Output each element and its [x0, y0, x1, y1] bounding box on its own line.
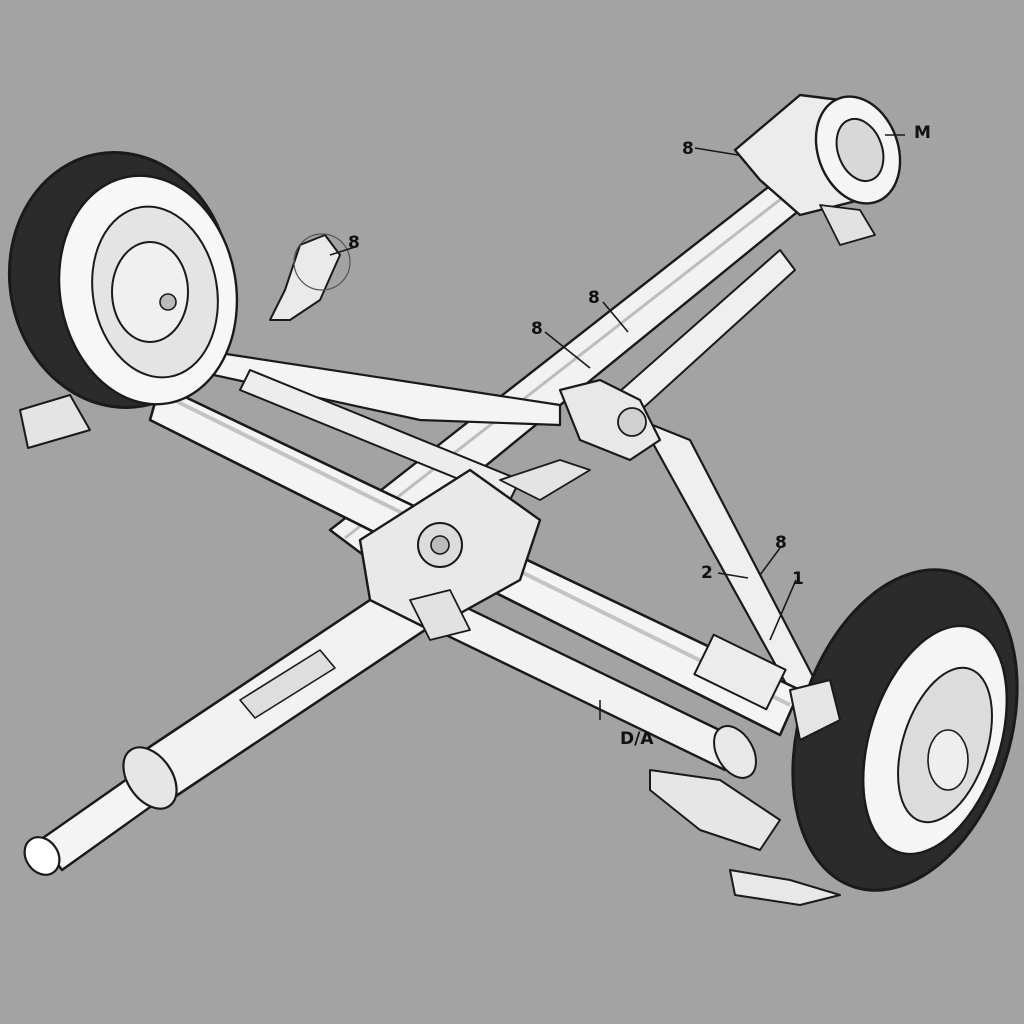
- small-bracket: [269, 233, 351, 321]
- mid-joint: [558, 378, 662, 462]
- hub-assembly: [733, 93, 902, 246]
- differential-center: [358, 459, 591, 641]
- left-wheel: [7, 151, 239, 449]
- callout-label: 8: [775, 533, 787, 553]
- callout-label: D/A: [620, 729, 654, 749]
- callout-label: 8: [531, 319, 543, 339]
- lower-bracket: [649, 769, 841, 906]
- callout-label: 2: [701, 563, 713, 583]
- callout-label: M: [914, 123, 931, 143]
- callout-label: 8: [588, 288, 600, 308]
- right-wheel: [789, 568, 1019, 892]
- callout-label: 8: [682, 139, 694, 159]
- callout-label: 8: [348, 233, 360, 253]
- pinion-shaft: [23, 578, 442, 876]
- callout-label: 1: [792, 569, 804, 589]
- callout-leaders: [329, 134, 905, 720]
- upper-link-arm: [198, 348, 562, 501]
